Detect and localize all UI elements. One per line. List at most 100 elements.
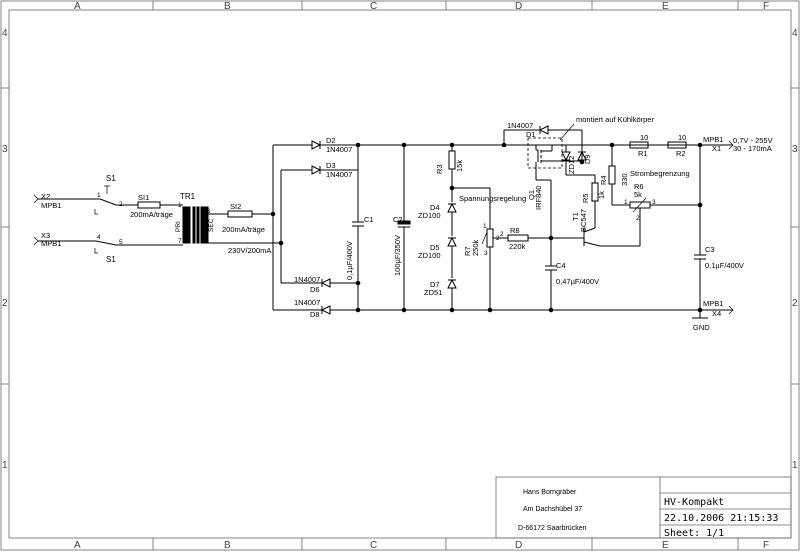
si1-ref: SI1 (138, 193, 149, 202)
grid-row-2-left: 2 (2, 298, 8, 309)
input-connectors: X2 MPB1 X3 MPB1 (33, 192, 96, 248)
grid-col-c-bottom: C (370, 540, 377, 551)
d2-value: 1N4007 (326, 145, 352, 154)
q1-ref: Q1 (527, 190, 536, 200)
rectifier-bridge: D2 1N4007 D3 1N4007 1N4007 D6 1N4007 D8 (270, 136, 700, 319)
grid-row-1-left: 1 (2, 460, 8, 471)
transformer-tr1: TR1 1 7 13 9 PRI SEC 230V/200mA (175, 192, 273, 255)
current-limit: Strombegrenzung R4 330 R6 5k 1 3 2 (599, 142, 703, 222)
t1-value: BC547 (579, 209, 588, 232)
s1-pin5: 5 (119, 239, 123, 246)
r7-value: 250k (471, 239, 480, 256)
d4-ref: D4 (430, 203, 440, 212)
r8-ref: R8 (510, 226, 520, 235)
s1-pin1: 1 (97, 192, 101, 199)
grid-col-d-top: D (515, 1, 522, 12)
r3-value: 15k (455, 160, 464, 172)
gnd-label: GND (693, 323, 710, 332)
d1-value: 1N4007 (507, 121, 533, 130)
r6-pin3: 3 (652, 199, 656, 206)
voltage-reg-label: Spannungsregelung (459, 194, 526, 203)
x2-label: X2 (41, 192, 50, 201)
grid-row-3-right: 3 (792, 144, 798, 155)
d3-ref: D3 (326, 161, 336, 170)
s1-pin4: 4 (97, 234, 101, 241)
d3-value: 1N4007 (326, 170, 352, 179)
grid-col-f-bottom: F (763, 540, 769, 551)
x4-type: MPB1 (703, 299, 723, 308)
mosfet-q1: montiert auf Kühlkörper 1N4007 D1 IRF840… (501, 115, 654, 238)
x3-type: MPB1 (41, 239, 61, 248)
title-block: Hans Borngräber Am Dachshübel 37 D-66172… (495, 476, 792, 539)
author-street: Am Dachshübel 37 (523, 506, 582, 513)
output-resistors: 10 R1 10 R2 (629, 133, 703, 158)
si1-value: 200mA/träge (130, 210, 173, 219)
tr1-rating: 230V/200mA (228, 246, 271, 255)
d8-ref: D8 (310, 310, 320, 319)
grid-col-b-top: B (224, 1, 231, 12)
si2-ref: SI2 (230, 202, 241, 211)
r4-value: 330 (620, 173, 629, 186)
capacitor-c4: C4 0,47µF/400V (545, 238, 599, 313)
r5-ref: R5 (581, 193, 590, 203)
c3-value: 0,1µF/400V (705, 261, 744, 270)
c3-ref: C3 (705, 245, 715, 254)
grid-col-d-bottom: D (515, 540, 522, 551)
heatsink-label: montiert auf Kühlkörper (576, 115, 654, 124)
grid-col-a-top: A (74, 1, 81, 12)
tr1-ref: TR1 (180, 192, 196, 201)
grid-row-2-right: 2 (792, 298, 798, 309)
r4-ref: R4 (599, 175, 608, 185)
s1-top-ref: S1 (106, 174, 116, 183)
grid-row-4-left: 4 (2, 28, 8, 39)
potentiometer-r7: Spannungsregelung R7 250k 1 2 3 (459, 188, 526, 313)
x3-label: X3 (41, 231, 50, 240)
grid-row-4-right: 4 (792, 28, 798, 39)
r6-pin2: 2 (636, 215, 640, 222)
s1-bottom-ref: S1 (106, 255, 116, 264)
r1-ref: R1 (638, 149, 648, 158)
r1-value: 10 (640, 133, 648, 142)
resistor-r8: R8 220k 2 (500, 226, 584, 251)
sheet-number: Sheet: 1/1 (664, 528, 724, 539)
c4-ref: C4 (556, 261, 566, 270)
current-limit-label: Strombegrenzung (630, 169, 690, 178)
zener-string: R3 15k D4 ZD100 D5 ZD100 D7 ZD51 (418, 142, 490, 313)
x4-ref: X4 (712, 309, 721, 318)
fuse-si2: SI2 200mA/träge (222, 202, 273, 234)
d7-ref: D7 (430, 280, 440, 289)
d6-value: 1N4007 (294, 275, 320, 284)
r6-pin1: 1 (624, 199, 628, 206)
d1-ref: D1 (526, 130, 536, 139)
c2-ref: C2 (393, 215, 403, 224)
r8-value: 220k (509, 242, 526, 251)
r6-ref: R6 (634, 182, 644, 191)
capacitor-c2: C2 100µF/350V (393, 142, 411, 313)
author-name: Hans Borngräber (523, 489, 577, 496)
c1-value: 0,1µF/400V (345, 241, 354, 280)
r8-pin2: 2 (500, 231, 504, 238)
author-city: D-66172 Saarbrücken (518, 525, 587, 532)
grid-col-f-top: F (763, 1, 769, 12)
project-datetime: 22.10.2006 21:15:33 (664, 513, 778, 524)
d9-ref: D9 (583, 154, 592, 164)
c1-ref: C1 (364, 215, 374, 224)
output-stage: C3 0,1µF/400V MPB1 X1 0,7V - 255V 30 - 1… (692, 135, 773, 332)
fuse-si1: SI1 200mA/träge (126, 193, 180, 219)
x1-type: MPB1 (703, 135, 723, 144)
grid-col-c-top: C (370, 1, 377, 12)
t1-ref: T1 (571, 212, 580, 221)
d8-value: 1N4007 (294, 298, 320, 307)
r7-ref: R7 (463, 246, 472, 256)
capacitor-c1: C1 0,1µF/400V (345, 142, 374, 313)
d7-value: ZD51 (424, 288, 442, 297)
q1-value: IRF840 (534, 185, 543, 210)
d2-ref: D2 (326, 136, 336, 145)
grid-col-a-bottom: A (74, 540, 81, 551)
d5-value: ZD100 (418, 251, 441, 260)
r2-value: 10 (678, 133, 686, 142)
